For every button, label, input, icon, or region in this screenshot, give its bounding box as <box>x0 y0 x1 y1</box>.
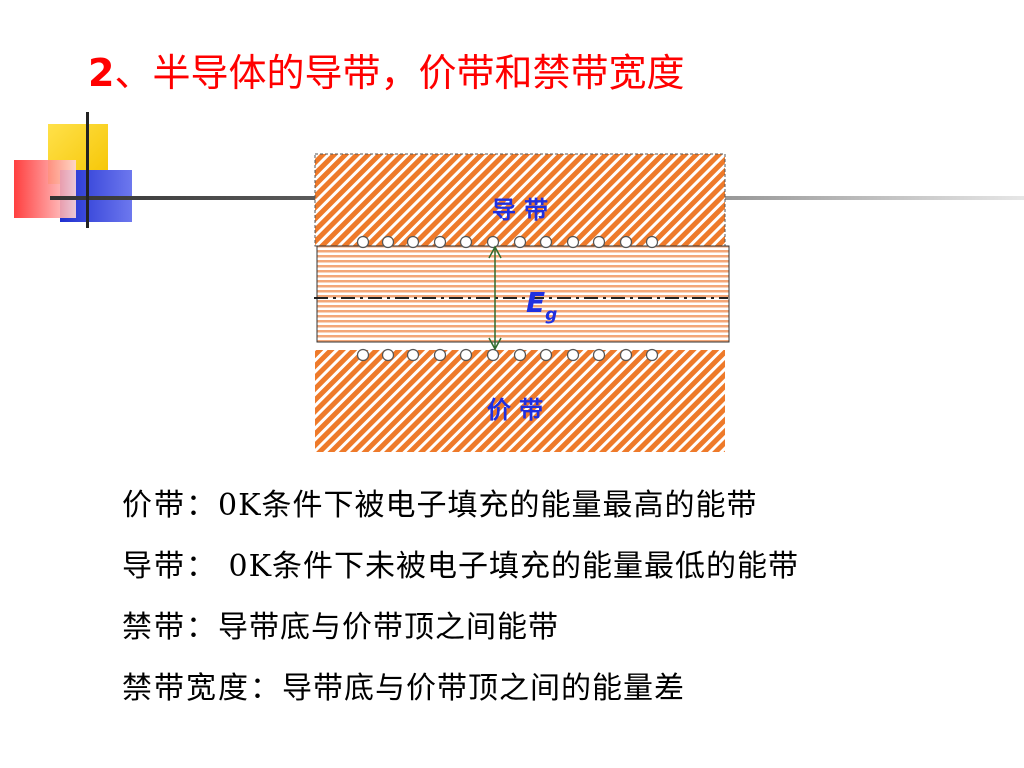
vertical-rule <box>86 112 89 228</box>
definition-term: 导带： <box>122 549 218 584</box>
definition-list: 价带：0K条件下被电子填充的能量最高的能带 导带： 0K条件下未被电子填充的能量… <box>122 475 799 719</box>
definition-text: 0K条件下未被电子填充的能量最低的能带 <box>218 549 800 584</box>
conduction-band <box>314 153 726 247</box>
gap-arrow-head-top <box>488 245 502 259</box>
definition-text: 0K条件下被电子填充的能量最高的能带 <box>218 488 758 523</box>
definition-term: 价带： <box>122 488 218 523</box>
definition-band-gap-width: 禁带宽度：导带底与价带顶之间的能量差 <box>122 658 799 719</box>
band-diagram: 导 带 价 带 Eg <box>314 153 730 452</box>
title-number: 2 <box>88 51 115 95</box>
slide-title: 2、半导体的导带，价带和禁带宽度 <box>88 54 684 92</box>
definition-text: 导带底与价带顶之间的能量差 <box>282 671 685 706</box>
gap-symbol: Eg <box>526 286 557 325</box>
forbidden-gap <box>316 245 730 343</box>
definition-conduction-band: 导带： 0K条件下未被电子填充的能量最低的能带 <box>122 536 799 597</box>
conduction-band-label: 导 带 <box>492 196 548 224</box>
valence-band-label: 价 带 <box>487 396 543 424</box>
definition-forbidden-band: 禁带：导带底与价带顶之间能带 <box>122 597 799 658</box>
definition-term: 禁带宽度： <box>122 671 282 706</box>
title-text: 、半导体的导带，价带和禁带宽度 <box>114 51 685 95</box>
red-square <box>14 160 76 218</box>
conduction-band-electrons <box>356 235 659 249</box>
valence-band-states <box>356 348 659 362</box>
definition-term: 禁带： <box>122 610 218 645</box>
definition-valence-band: 价带：0K条件下被电子填充的能量最高的能带 <box>122 475 799 536</box>
gap-symbol-main: E <box>526 286 545 319</box>
gap-symbol-sub: g <box>545 305 557 325</box>
definition-text: 导带底与价带顶之间能带 <box>218 610 559 645</box>
gap-arrow-head-bottom <box>488 337 502 351</box>
valence-band <box>315 350 725 452</box>
